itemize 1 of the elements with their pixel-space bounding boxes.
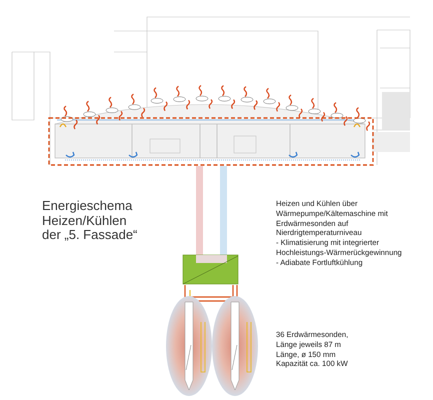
title: Energieschema Heizen/Kühlen der „5. Fassade“ (42, 199, 138, 242)
